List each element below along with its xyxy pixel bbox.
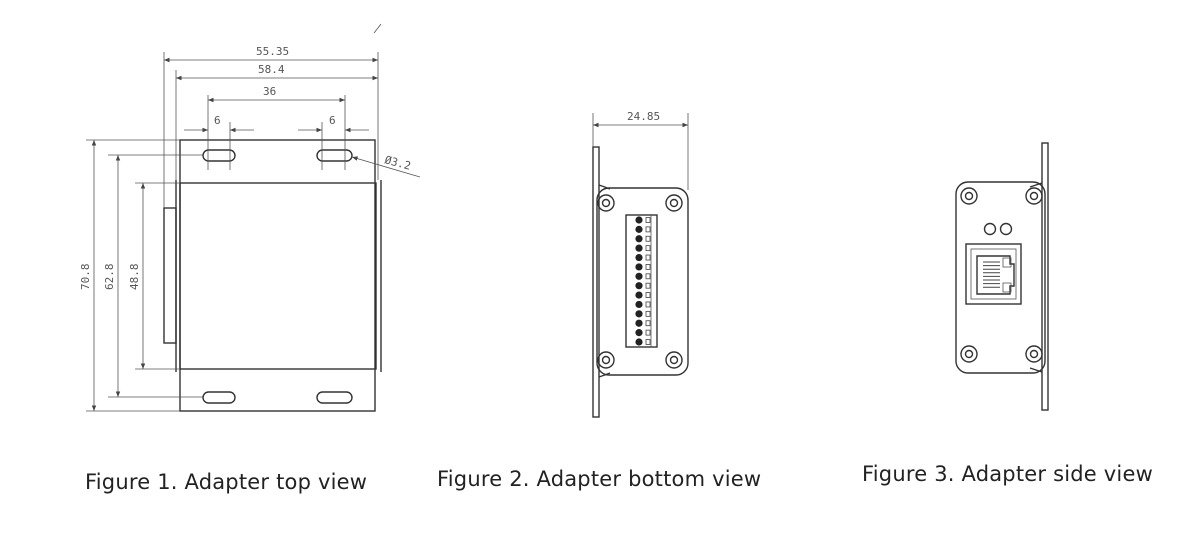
- fig2-flange-bar: [592, 146, 600, 418]
- fig3-screw-top-left: [960, 187, 978, 205]
- fig1-dim-height-inner: 48.8: [128, 264, 141, 291]
- fig1-dim-height-mid: 62.8: [103, 264, 116, 291]
- fig2-dim-depth: 24.85: [627, 110, 660, 123]
- fig2-terminal-screw-slot: [645, 245, 651, 252]
- fig2-screw-bottom-right: [665, 351, 683, 369]
- fig1-dim-width-body: 58.4: [258, 63, 285, 76]
- fig2-terminal-screw-slot: [645, 226, 651, 233]
- fig1-side-tab: [163, 207, 177, 344]
- fig2-terminal-pin: [635, 300, 643, 309]
- fig2-terminal-screw-slot: [645, 264, 651, 270]
- fig1-dim-slot-left: 6: [214, 114, 221, 127]
- fig1-dim-width-outer: 55.35: [256, 45, 289, 58]
- fig3-rj45-contacts: [983, 261, 1000, 288]
- fig1-slot-bottom-left: [202, 391, 236, 404]
- figure2-caption: Figure 2. Adapter bottom view: [437, 467, 762, 491]
- fig2-terminal-pin: [635, 310, 643, 318]
- fig2-terminal-pin: [635, 216, 643, 224]
- fig2-terminal-pin: [635, 244, 643, 252]
- fig1-slot-top-left: [202, 149, 236, 162]
- fig3-leds: [983, 222, 1013, 236]
- fig2-screw-bottom-left: [597, 351, 615, 369]
- fig2-screw-top-right: [665, 194, 683, 212]
- fig2-terminal-pin: [635, 263, 643, 271]
- fig3-screw-bottom-right: [1025, 345, 1043, 363]
- fig2-terminal-pin: [635, 225, 643, 233]
- fig2-body: [596, 187, 689, 376]
- fig1-dim-hole-diameter: Ø3.2: [383, 153, 412, 172]
- fig2-terminal-screw-slot: [645, 282, 651, 289]
- fig2-terminal-screw-slot: [645, 320, 651, 327]
- fig2-terminal-screw-slot: [645, 301, 651, 308]
- figure2-bottom-view: 24.85: [592, 110, 689, 418]
- fig2-terminal-pin: [635, 272, 643, 280]
- fig2-terminal-screw-slot: [645, 254, 651, 261]
- fig2-terminal-pin: [635, 338, 643, 346]
- fig2-terminal-pin: [635, 319, 643, 327]
- fig3-flange-bar: [1041, 142, 1049, 411]
- fig3-screw-bottom-left: [960, 345, 978, 363]
- fig3-led: [999, 222, 1013, 236]
- fig3-body: [955, 181, 1046, 374]
- fig2-terminal-screw-slot: [645, 273, 651, 280]
- fig2-terminal-screw-slot: [645, 339, 651, 345]
- fig2-terminal-screw-slot: [645, 329, 651, 336]
- fig2-terminal-screw-slot: [645, 310, 651, 317]
- figure3-side-view: [955, 142, 1049, 411]
- fig1-dim-slot-right: 6: [329, 114, 336, 127]
- fig3-screw-top-right: [1025, 187, 1043, 205]
- fig1-flange-plate: [179, 139, 376, 412]
- fig1-slot-top-right: [316, 149, 353, 162]
- fig1-dim-height-total: 70.8: [79, 264, 92, 291]
- fig2-terminal-screw-slot: [645, 235, 651, 242]
- fig2-terminal-pin: [635, 291, 643, 299]
- fig1-body: [179, 182, 377, 370]
- fig2-terminal-pin: [635, 329, 643, 337]
- fig3-led: [983, 222, 997, 236]
- figure1-caption: Figure 1. Adapter top view: [85, 470, 368, 494]
- fig2-terminal-screw-slot: [645, 292, 651, 298]
- fig2-terminal-screw-slot: [645, 217, 651, 223]
- fig1-slot-bottom-right: [316, 391, 353, 404]
- fig2-terminal-block: [625, 214, 658, 348]
- figure3-caption: Figure 3. Adapter side view: [862, 462, 1153, 486]
- fig2-terminal-pin: [635, 253, 643, 262]
- fig2-terminal-pin: [635, 235, 643, 243]
- fig3-rj45-port: [965, 243, 1022, 305]
- figure1-top-view: 55.35 58.4 36 6 6 Ø3.2 70.8 62.8: [79, 23, 421, 412]
- fig2-terminal-pin: [635, 282, 643, 290]
- fig1-dim-hole-spacing: 36: [263, 85, 276, 98]
- fig2-screw-top-left: [597, 194, 615, 212]
